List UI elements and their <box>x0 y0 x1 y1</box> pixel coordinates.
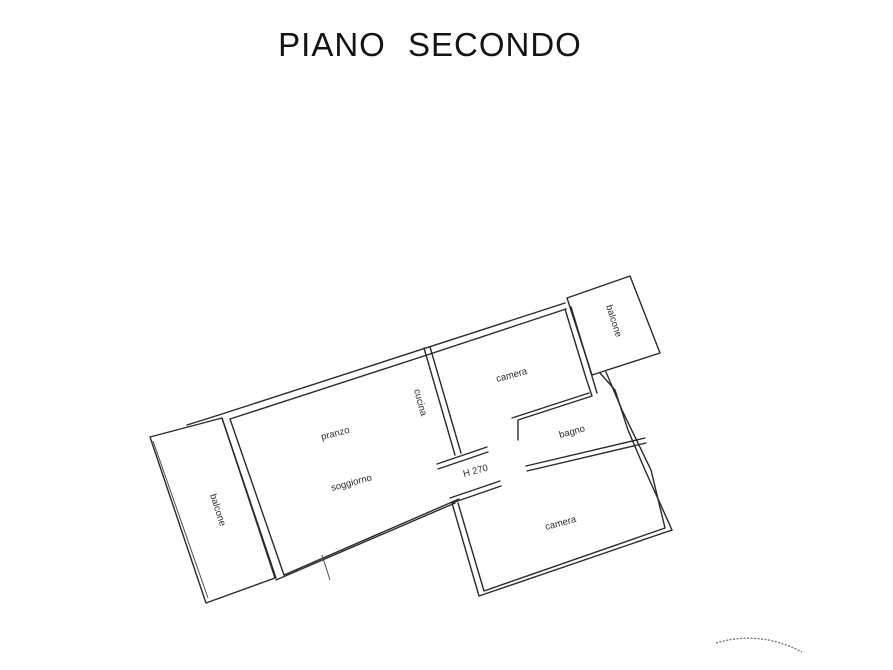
label-soggiorno: soggiorno <box>330 472 373 493</box>
label-camera-top: camera <box>495 366 529 385</box>
wall-cucina <box>423 346 489 470</box>
label-camera-bottom: camera <box>544 514 578 533</box>
room-camera-bottom <box>451 502 673 597</box>
label-height: H 270 <box>462 463 489 480</box>
exterior-wall-top <box>186 302 567 426</box>
wall-balcony-living <box>221 417 285 579</box>
wall-corridor <box>449 480 502 504</box>
label-pranzo: pranzo <box>320 425 351 443</box>
label-cucina: cucina <box>411 388 429 418</box>
label-bagno: bagno <box>558 423 586 440</box>
label-balcone-left: balcone <box>207 493 228 528</box>
wall-bagno-bottom <box>525 437 647 472</box>
exterior-wall-bottom-living <box>275 498 460 581</box>
balcony-left <box>149 417 276 604</box>
stamp-arc <box>715 637 803 653</box>
label-balcone-right: balcone <box>603 304 624 339</box>
floor-title: PIANO SECONDO <box>278 26 582 63</box>
balcony-right <box>566 275 661 376</box>
